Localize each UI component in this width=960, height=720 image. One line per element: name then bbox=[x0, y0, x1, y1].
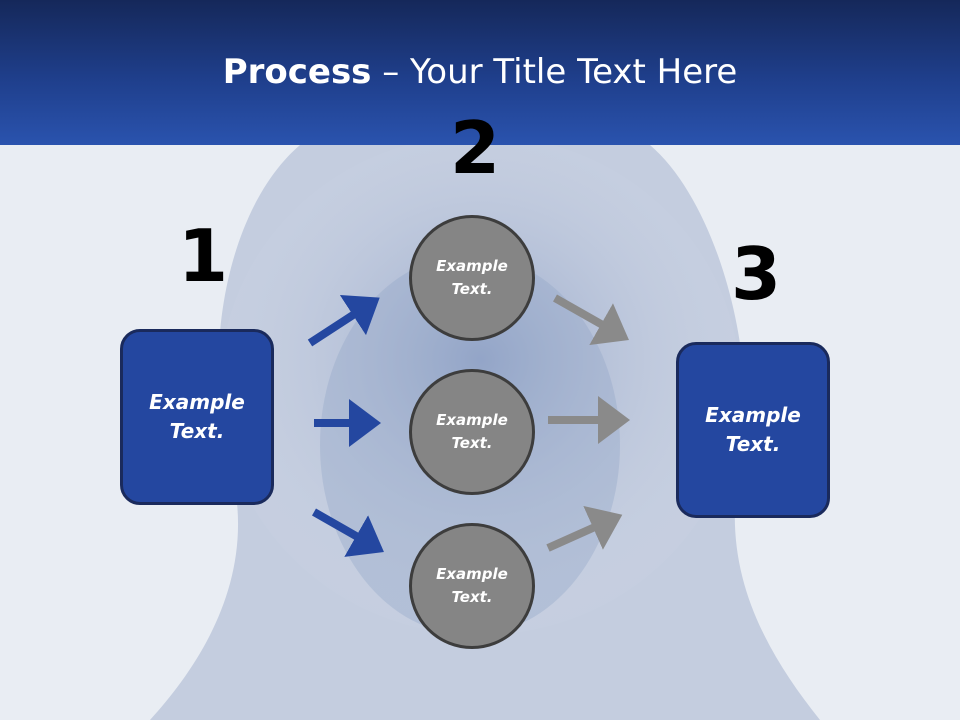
step-number-1: 1 bbox=[178, 214, 229, 298]
arrow-gray-down bbox=[546, 505, 623, 552]
right-box-line1: Example bbox=[705, 403, 801, 427]
step-number-2: 2 bbox=[450, 106, 501, 190]
right-box-line2: Text. bbox=[725, 432, 781, 456]
left-box-line2: Text. bbox=[169, 419, 225, 443]
left-box-line1: Example bbox=[149, 390, 245, 414]
arrow-blue-up bbox=[307, 294, 380, 347]
circle-top-line2: Text. bbox=[451, 280, 493, 298]
circle-bottom-line2: Text. bbox=[451, 588, 493, 606]
circle-middle-line1: Example bbox=[436, 411, 508, 429]
arrow-gray-up bbox=[553, 294, 629, 346]
title-bar bbox=[0, 0, 960, 145]
title-rest: – Your Title Text Here bbox=[371, 52, 738, 92]
step-number-3: 3 bbox=[731, 232, 782, 316]
circle-bottom-line1: Example bbox=[436, 565, 508, 583]
circle-top-line1: Example bbox=[436, 257, 508, 275]
slide-title: Process – Your Title Text Here bbox=[0, 52, 960, 92]
arrow-blue-down bbox=[312, 508, 384, 557]
title-bold: Process bbox=[222, 52, 372, 92]
circle-middle-line2: Text. bbox=[451, 434, 493, 452]
